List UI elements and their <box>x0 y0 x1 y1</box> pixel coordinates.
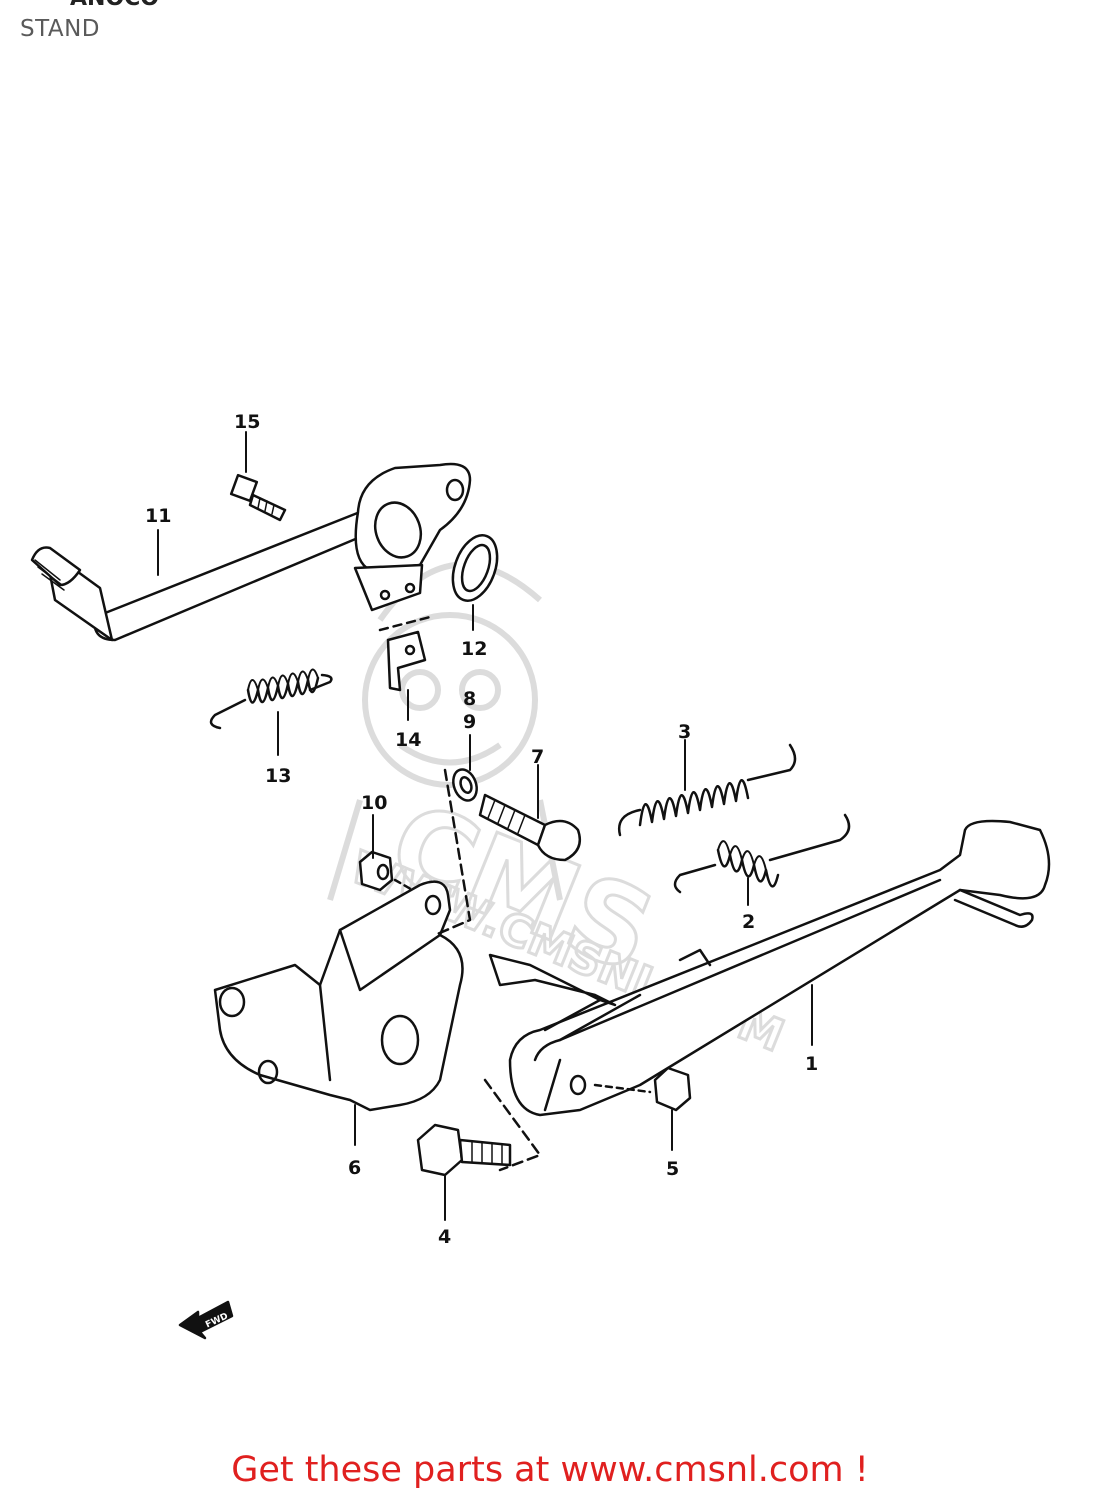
part-5-nut <box>593 1066 692 1112</box>
page-title: STAND <box>20 16 101 42</box>
callout-leaders <box>157 431 813 1221</box>
part-13-spring <box>209 668 333 730</box>
callout-2: 2 <box>742 911 755 933</box>
part-15-bolt <box>229 473 287 522</box>
callout-13: 13 <box>265 765 291 787</box>
callout-1: 1 <box>805 1053 818 1075</box>
callout-8: 8 <box>463 688 476 710</box>
get-parts-link[interactable]: Get these parts at www.cmsnl.com ! <box>231 1450 869 1490</box>
callout-3: 3 <box>678 721 691 743</box>
part-14-clip <box>378 615 432 692</box>
callout-5: 5 <box>666 1158 679 1180</box>
callout-11: 11 <box>145 505 171 527</box>
callout-9: 9 <box>463 711 476 733</box>
part-4-bolt <box>416 1123 512 1177</box>
fwd-arrow-icon <box>178 1300 234 1340</box>
part-6-bracket <box>213 880 464 1112</box>
part-11-lever <box>30 462 472 642</box>
callout-4: 4 <box>438 1226 451 1248</box>
assembly-dashed-line <box>433 768 472 937</box>
part-7-bolt <box>478 793 582 862</box>
cut-off-title: ANOCO <box>70 0 159 11</box>
callout-14: 14 <box>395 729 421 751</box>
callout-15: 15 <box>234 411 260 433</box>
part-1-stand <box>488 819 1051 1117</box>
part-2-spring <box>673 813 851 894</box>
part-3-spring <box>617 743 797 837</box>
part-8-9-washer <box>452 768 478 802</box>
callout-10: 10 <box>361 792 387 814</box>
assembly-dashed-line-lower <box>483 1078 542 1172</box>
part-12-washer <box>451 534 499 602</box>
callout-7: 7 <box>531 746 544 768</box>
callout-12: 12 <box>461 638 487 660</box>
callout-6: 6 <box>348 1157 361 1179</box>
callout-labels: 1 2 3 4 5 6 7 8 9 10 11 12 13 14 15 FWD <box>145 411 818 1330</box>
